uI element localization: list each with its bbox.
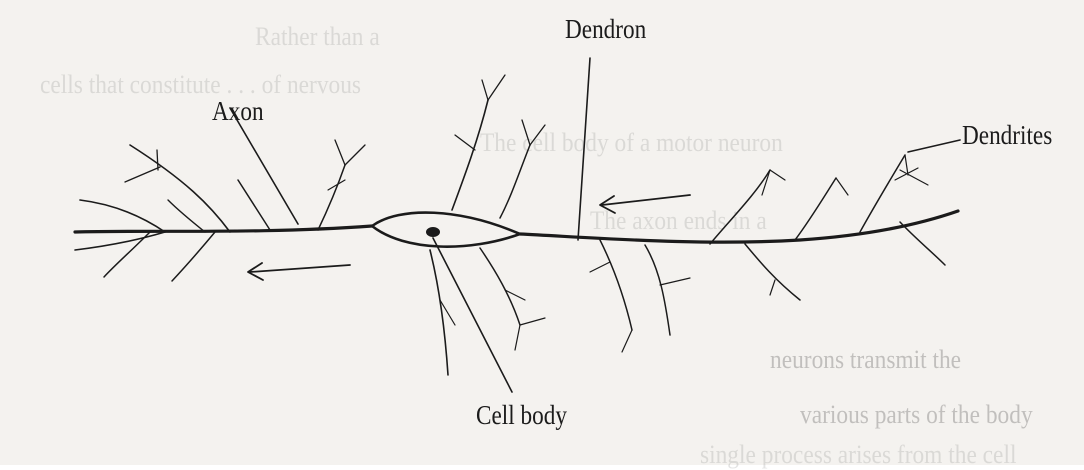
dendron-branch xyxy=(622,330,632,352)
axon-branch xyxy=(172,232,215,281)
dendron-branch xyxy=(900,170,928,185)
axon-branch xyxy=(157,150,158,170)
axon-branch xyxy=(125,167,160,182)
axon-branch xyxy=(80,200,165,232)
arrow-left-side-line xyxy=(250,265,350,272)
axon-branch xyxy=(168,200,205,232)
axon-branch xyxy=(104,232,150,277)
soma-dendrite xyxy=(515,325,520,350)
dendron-branch xyxy=(745,244,800,300)
axon-branch xyxy=(318,165,345,230)
nucleus xyxy=(426,227,440,237)
dendron-branch xyxy=(710,170,770,244)
dendron-branch xyxy=(900,222,945,265)
label-dendrites: Dendrites xyxy=(962,120,1052,151)
dendron-branch xyxy=(836,178,848,195)
dendron-branch xyxy=(770,170,785,180)
soma-dendrite xyxy=(500,145,530,218)
soma-dendrite xyxy=(452,100,488,210)
dendron-branch xyxy=(762,170,770,195)
dendron-branch xyxy=(770,280,775,295)
dendron-branch xyxy=(645,245,670,335)
soma-dendrite xyxy=(482,80,488,100)
dendron-branch xyxy=(660,278,690,285)
axon-branch xyxy=(130,145,230,232)
soma-dendrite xyxy=(530,125,545,145)
leader-line-cell-body xyxy=(433,238,512,392)
soma-dendrite xyxy=(455,135,475,150)
cell-body-outline xyxy=(372,213,520,247)
dendron-branch xyxy=(860,155,905,232)
axon-branch xyxy=(345,145,365,165)
dendron-branch xyxy=(905,155,908,175)
leader-line-dendron xyxy=(578,58,590,240)
label-dendron: Dendron xyxy=(565,14,646,45)
axon-branch xyxy=(75,232,165,250)
dendron-branch xyxy=(600,240,632,330)
dendron-branch xyxy=(590,262,610,272)
soma-dendrite xyxy=(520,318,545,325)
soma-dendrite xyxy=(480,248,520,325)
neuron-shaft xyxy=(75,211,958,242)
arrow-right-side-line xyxy=(602,195,690,205)
soma-dendrite xyxy=(522,120,530,145)
axon-branch xyxy=(238,180,270,230)
soma-dendrite xyxy=(488,75,505,100)
label-axon: Axon xyxy=(212,96,264,127)
dendron-branch xyxy=(795,178,836,240)
soma-dendrite xyxy=(430,250,448,375)
label-cell-body: Cell body xyxy=(476,400,567,431)
leader-line-dendrites xyxy=(908,140,960,152)
axon-branch xyxy=(335,140,345,165)
